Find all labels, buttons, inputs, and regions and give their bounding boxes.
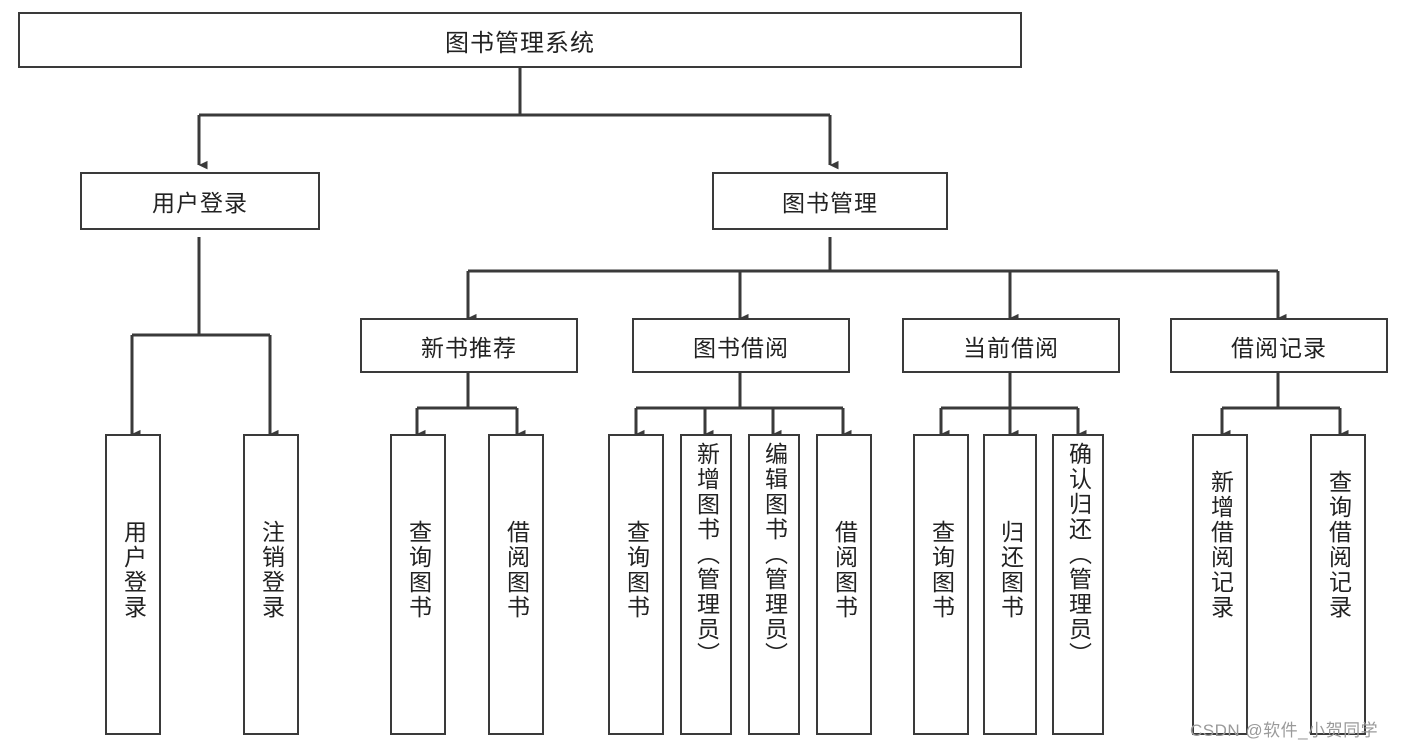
csdn-watermark: CSDN @软件_小贺同学 (1190, 721, 1379, 740)
edge-group-new-book (415, 373, 526, 439)
leaf-return-book[interactable]: 归还图书 (983, 434, 1037, 735)
leaf-logout[interactable]: 注销登录 (243, 434, 299, 735)
leaf-label: 借阅图书 (831, 520, 858, 620)
node-user-login[interactable]: 用户登录 (80, 172, 320, 230)
leaf-label: 注销登录 (258, 520, 285, 620)
leaf-add-borrow-record[interactable]: 新增借阅记录 (1192, 434, 1248, 735)
leaf-label: 确认归还（管理员） (1065, 442, 1092, 667)
leaf-borrow-book[interactable]: 借阅图书 (816, 434, 872, 735)
node-label: 用户登录 (152, 190, 248, 216)
leaf-add-book-admin[interactable]: 新增图书（管理员） (680, 434, 732, 735)
leaf-confirm-return-admin[interactable]: 确认归还（管理员） (1052, 434, 1104, 735)
node-root-system[interactable]: 图书管理系统 (18, 12, 1022, 68)
leaf-query-book-current[interactable]: 查询图书 (913, 434, 969, 735)
edge-group-current-borrow (939, 373, 1087, 439)
leaf-query-book-recommend[interactable]: 查询图书 (390, 434, 446, 735)
leaf-label: 查询图书 (405, 520, 432, 620)
leaf-label: 用户登录 (120, 520, 147, 620)
edge-group-root (197, 68, 839, 170)
edge-group-book-borrow (634, 373, 852, 439)
leaf-label: 查询借阅记录 (1325, 470, 1352, 620)
leaf-label: 借阅图书 (503, 520, 530, 620)
node-new-book-recommend[interactable]: 新书推荐 (360, 318, 578, 373)
leaf-label: 查询图书 (928, 520, 955, 620)
node-book-borrow[interactable]: 图书借阅 (632, 318, 850, 373)
node-borrow-record[interactable]: 借阅记录 (1170, 318, 1388, 373)
node-label: 图书借阅 (693, 334, 789, 361)
node-label: 图书管理 (782, 190, 878, 216)
node-label: 新书推荐 (421, 334, 517, 361)
node-label: 图书管理系统 (445, 29, 595, 57)
leaf-label: 查询图书 (623, 520, 650, 620)
leaf-label: 新增借阅记录 (1207, 470, 1234, 620)
node-label: 借阅记录 (1231, 334, 1327, 361)
leaf-edit-book-admin[interactable]: 编辑图书（管理员） (748, 434, 800, 735)
leaf-label: 编辑图书（管理员） (761, 442, 788, 667)
leaf-query-borrow-record[interactable]: 查询借阅记录 (1310, 434, 1366, 735)
leaf-label: 新增图书（管理员） (693, 442, 720, 667)
leaf-borrow-book-recommend[interactable]: 借阅图书 (488, 434, 544, 735)
leaf-user-login[interactable]: 用户登录 (105, 434, 161, 735)
edge-group-book-manage (466, 237, 1287, 323)
leaf-query-book-borrow[interactable]: 查询图书 (608, 434, 664, 735)
leaf-label: 归还图书 (997, 520, 1024, 620)
node-current-borrow[interactable]: 当前借阅 (902, 318, 1120, 373)
node-label: 当前借阅 (963, 334, 1059, 361)
edge-group-borrow-record (1220, 373, 1349, 439)
node-book-manage[interactable]: 图书管理 (712, 172, 948, 230)
edge-group-user-login (130, 237, 279, 439)
